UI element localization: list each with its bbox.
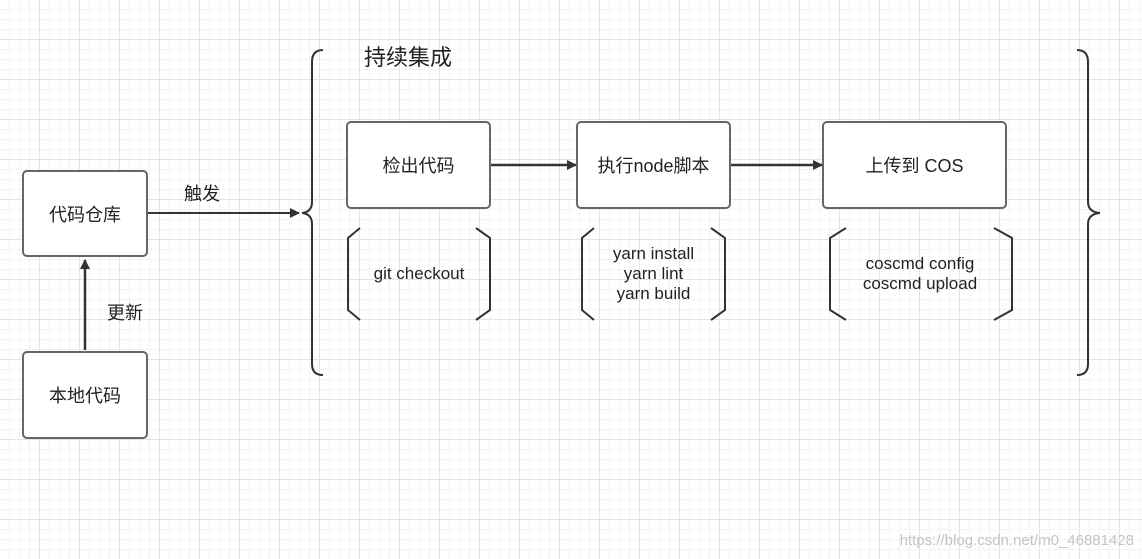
ci-title: 持续集成 xyxy=(364,45,453,70)
upload-cos-label: 上传到 COS xyxy=(865,156,964,176)
upload-right-bracket xyxy=(993,227,1013,321)
command-line: yarn lint xyxy=(623,264,684,283)
upload-cos-node[interactable]: 上传到 COS xyxy=(822,121,1007,209)
upload-commands: coscmd config coscmd upload xyxy=(836,228,1004,320)
command-line: yarn install xyxy=(612,244,695,263)
checkout-commands: git checkout xyxy=(352,228,486,320)
node-commands: yarn install yarn lint yarn build xyxy=(586,228,721,320)
command-line: yarn build xyxy=(616,284,691,303)
checkout-left-bracket xyxy=(347,227,361,321)
run-node-script-label: 执行node脚本 xyxy=(597,156,710,176)
ci-left-brace xyxy=(301,49,324,376)
update-label: 更新 xyxy=(107,303,143,323)
trigger-label: 触发 xyxy=(184,184,220,204)
checkout-node[interactable]: 检出代码 xyxy=(346,121,491,209)
node-left-bracket xyxy=(581,227,595,321)
command-line: coscmd config xyxy=(865,254,975,273)
run-node-script-node[interactable]: 执行node脚本 xyxy=(576,121,731,209)
repo-node[interactable]: 代码仓库 xyxy=(22,170,148,257)
watermark-url: https://blog.csdn.net/m0_46881428 xyxy=(899,532,1134,549)
checkout-node-label: 检出代码 xyxy=(382,156,455,176)
repo-node-label: 代码仓库 xyxy=(49,204,121,225)
node-right-bracket xyxy=(710,227,726,321)
local-code-node[interactable]: 本地代码 xyxy=(22,351,148,439)
command-line: git checkout xyxy=(373,264,465,283)
command-line: coscmd upload xyxy=(862,274,978,293)
upload-left-bracket xyxy=(829,227,847,321)
checkout-right-bracket xyxy=(475,227,491,321)
local-code-node-label: 本地代码 xyxy=(49,386,121,406)
ci-right-brace xyxy=(1076,49,1101,376)
